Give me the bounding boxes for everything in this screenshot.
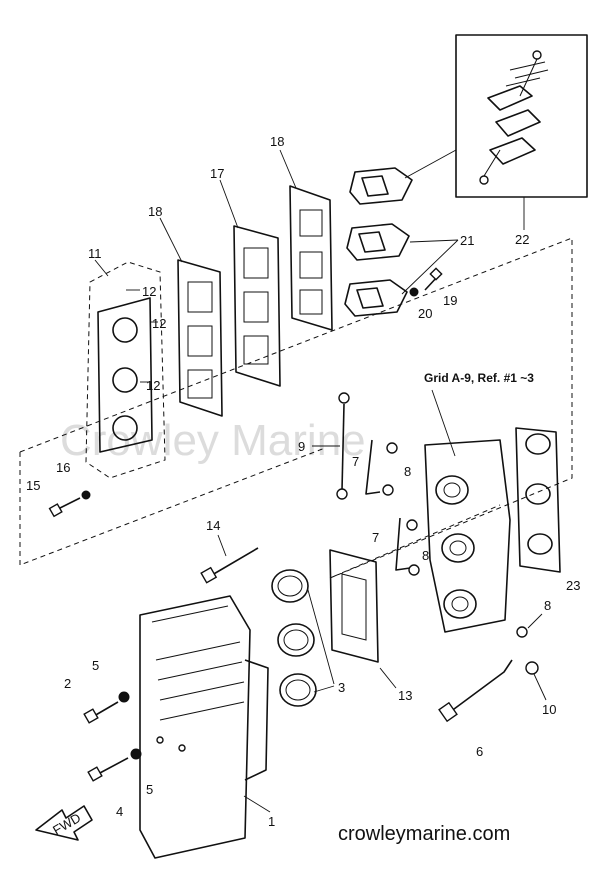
seal-ring-3 <box>271 569 317 707</box>
linkage-7-lower <box>395 517 411 571</box>
screw-19 <box>409 267 443 297</box>
callout-5-lower: 5 <box>146 782 153 797</box>
assembly-outline <box>19 237 573 579</box>
callout-11: 11 <box>88 246 102 261</box>
callout-19: 19 <box>443 293 457 308</box>
reed-block-11 <box>97 297 153 453</box>
bolt-4 <box>87 748 142 782</box>
gasket-13 <box>329 549 379 663</box>
callout-4: 4 <box>116 804 123 819</box>
callout-7-lower: 7 <box>372 530 379 545</box>
clip-8-upper-lower <box>382 484 394 496</box>
clip-8-lower-b <box>408 564 420 576</box>
linkage-7-upper <box>365 439 381 495</box>
callout-21: 21 <box>460 233 474 248</box>
carburetor-assembly <box>424 439 511 633</box>
bolt-15 <box>48 490 91 518</box>
callout-16: 16 <box>56 460 70 475</box>
forward-arrow: FWD <box>35 805 93 841</box>
callout-12-a: 12 <box>142 284 156 299</box>
callout-23: 23 <box>566 578 580 593</box>
callout-2: 2 <box>64 676 71 691</box>
callout-12-b: 12 <box>152 316 166 331</box>
callout-8-right: 8 <box>544 598 551 613</box>
gasket-18-lower <box>177 259 223 417</box>
callout-8-upper: 8 <box>404 464 411 479</box>
grid-reference-note: Grid A-9, Ref. #1 ~3 <box>424 371 534 385</box>
silencer-cover-1 <box>139 595 269 859</box>
gasket-23 <box>515 427 561 573</box>
callout-14: 14 <box>206 518 220 533</box>
callout-10: 10 <box>542 702 556 717</box>
callout-17: 17 <box>210 166 224 181</box>
clip-8-right <box>516 626 528 638</box>
callout-5-upper: 5 <box>92 658 99 673</box>
clip-8-upper <box>386 442 398 454</box>
callout-18-upper: 18 <box>270 134 284 149</box>
callout-12-c: 12 <box>146 378 160 393</box>
fitting-10 <box>525 661 539 675</box>
bolt-2 <box>83 691 130 724</box>
callout-1: 1 <box>268 814 275 829</box>
callout-20: 20 <box>418 306 432 321</box>
fwd-label: FWD <box>50 810 83 838</box>
callout-18-lower: 18 <box>148 204 162 219</box>
callout-6: 6 <box>476 744 483 759</box>
plate-17 <box>233 225 281 387</box>
site-url: crowleymarine.com <box>338 823 510 845</box>
callout-8-lower: 8 <box>422 548 429 563</box>
callout-9: 9 <box>298 439 305 454</box>
gasket-18-upper <box>289 185 333 331</box>
watermark: Crowley Marine <box>60 416 366 465</box>
callout-13: 13 <box>398 688 412 703</box>
bolt-14 <box>200 547 259 584</box>
reed-valve-detail <box>479 50 549 185</box>
callout-3: 3 <box>338 680 345 695</box>
reed-block-group <box>85 261 166 479</box>
inset-detail-box <box>455 34 588 198</box>
reed-valve-21 <box>344 167 413 317</box>
callout-7-upper: 7 <box>352 454 359 469</box>
clip-8-lower <box>406 519 418 531</box>
part-6 <box>438 659 513 723</box>
callout-15: 15 <box>26 478 40 493</box>
link-rod-9 <box>336 392 350 500</box>
callout-22: 22 <box>515 232 529 247</box>
